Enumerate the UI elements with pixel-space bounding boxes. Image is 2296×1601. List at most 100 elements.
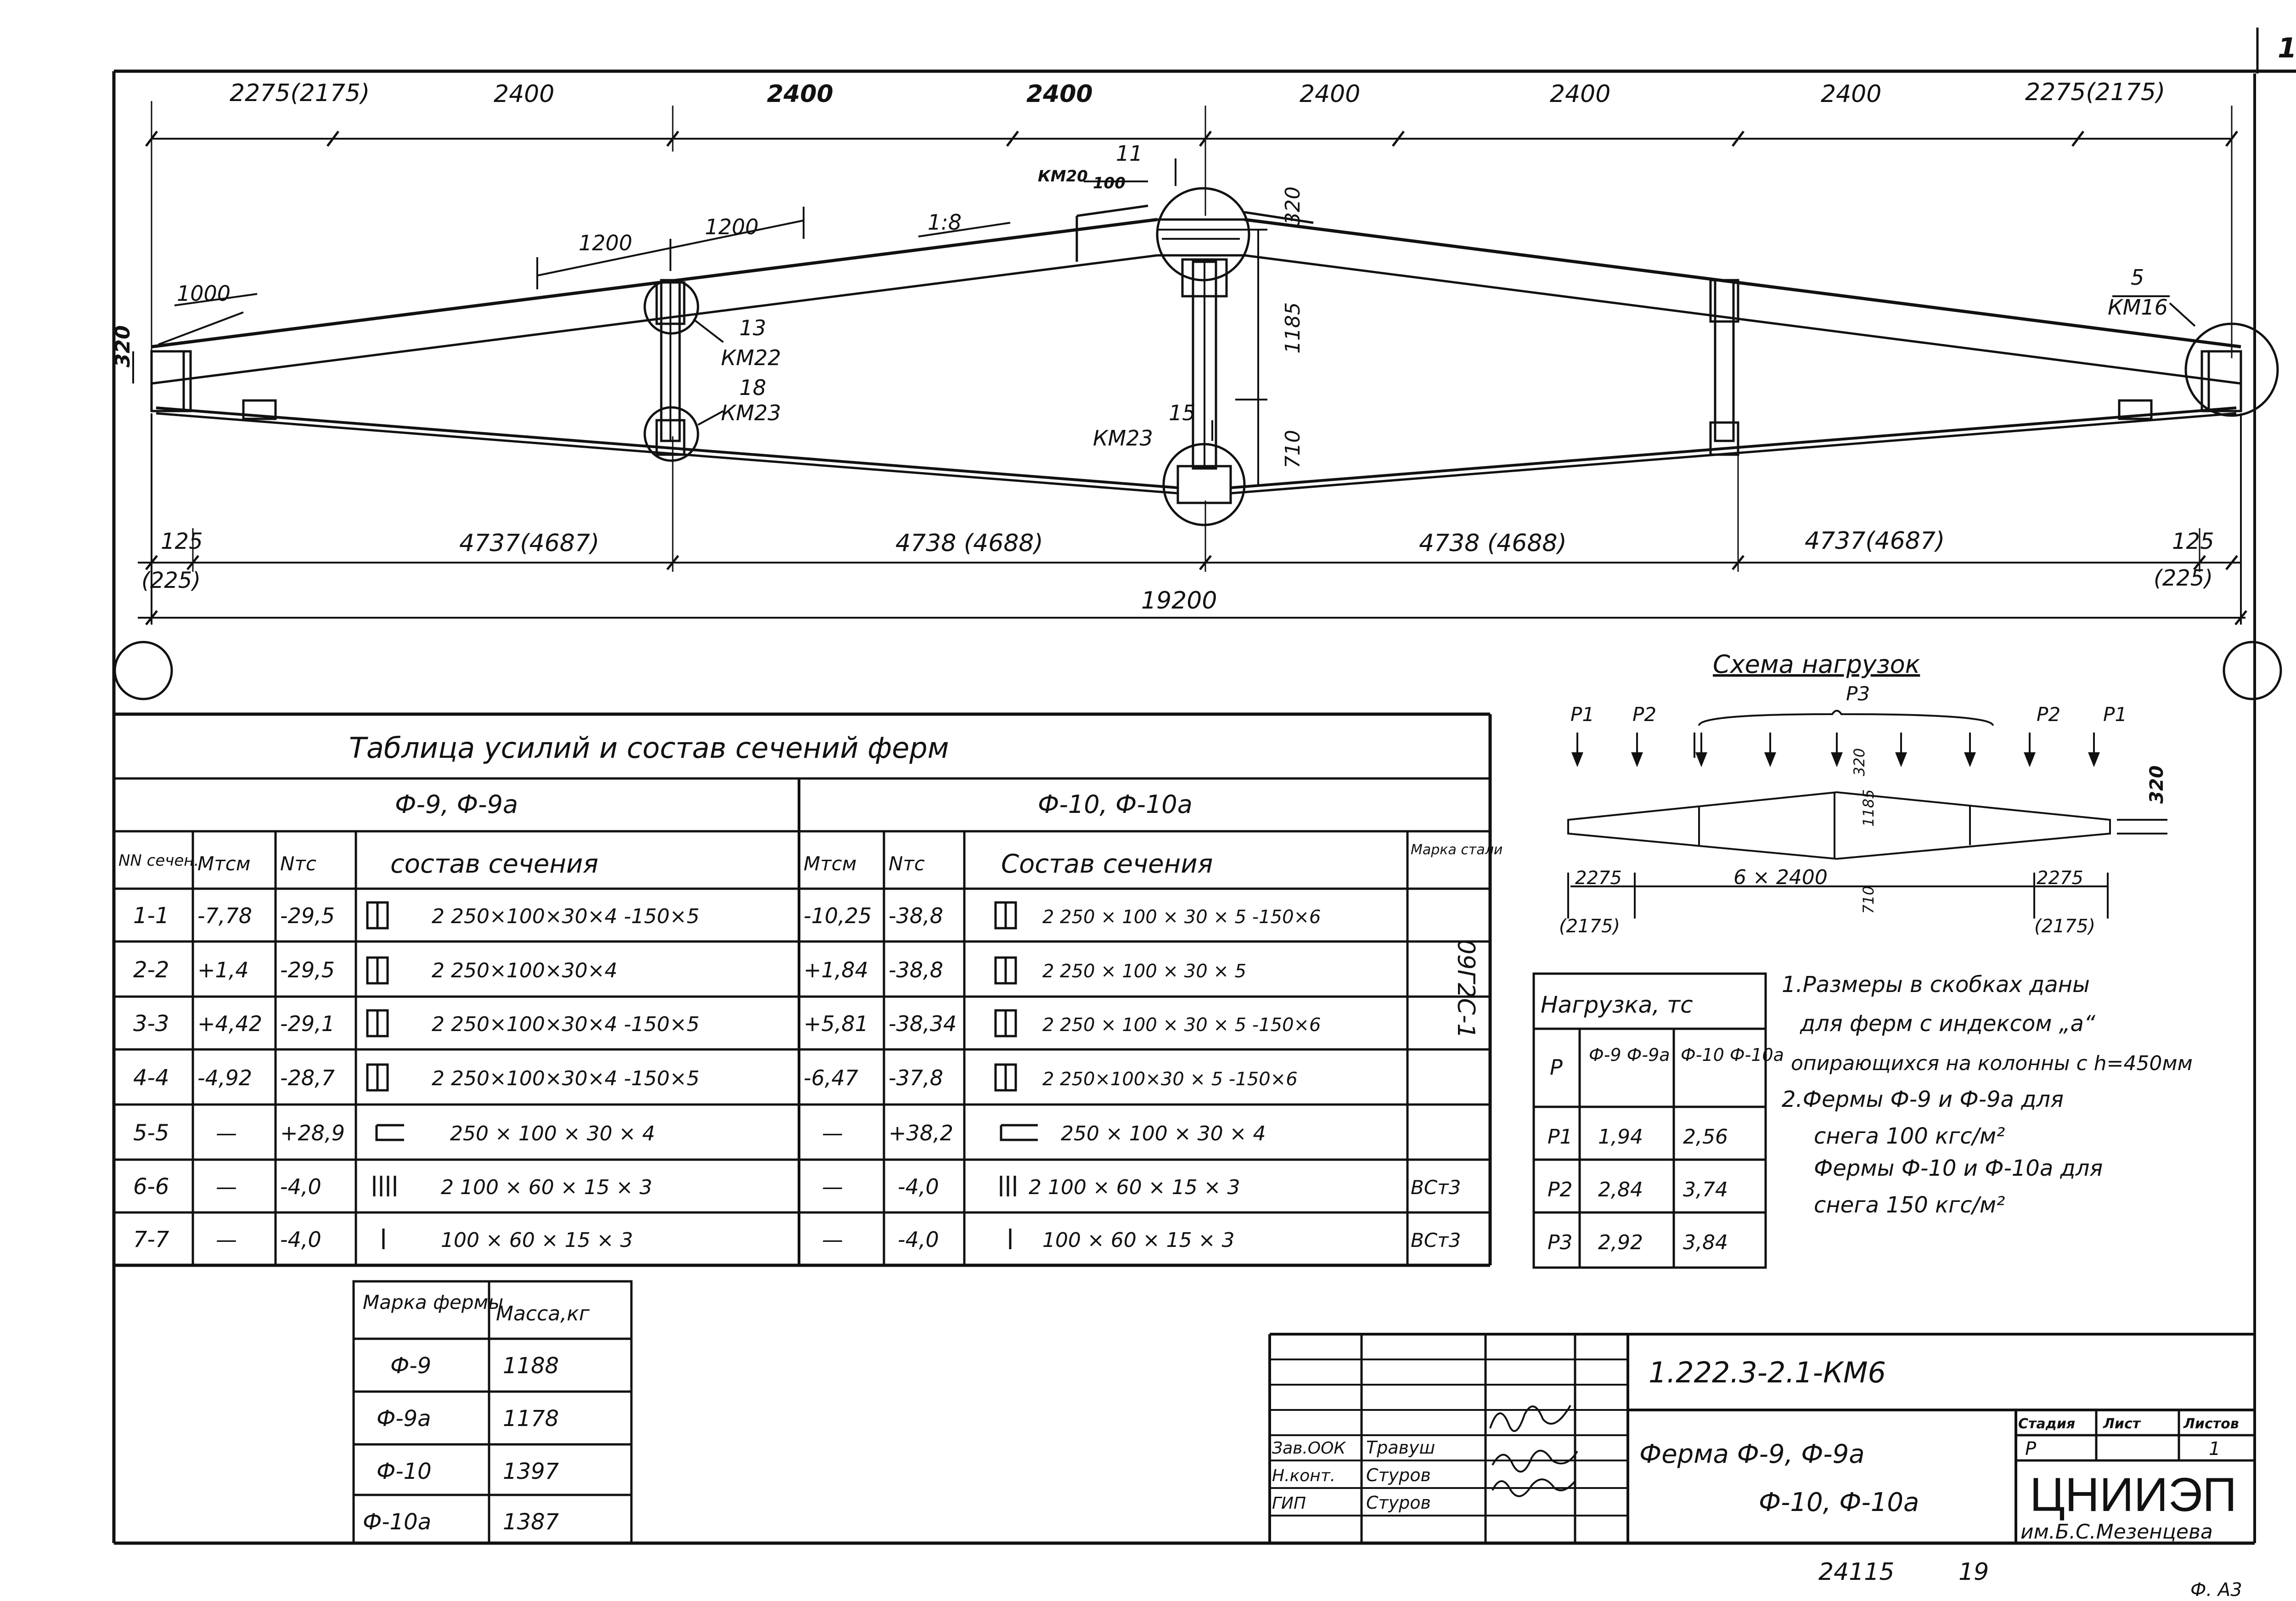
svg-text:P2: P2 (1548, 1178, 1573, 1201)
signature-scribbles (1489, 1404, 1578, 1497)
load-p3: P3 (1846, 682, 1870, 705)
svg-text:—: — (822, 1227, 843, 1252)
col-steel: Марка стали (1411, 842, 1503, 858)
drawing-name-1: Ферма Ф-9, Ф-9а (1639, 1439, 1865, 1469)
table-row: Ф-9а 1178 (377, 1406, 559, 1432)
svg-text:—: — (822, 1174, 843, 1199)
svg-text:ГИП: ГИП (1272, 1494, 1306, 1513)
load-p1-right: P1 (2103, 703, 2127, 726)
mass-col-mass: Масса,кг (496, 1302, 590, 1325)
svg-text:2 250 × 100 × 30 × 5: 2 250 × 100 × 30 × 5 (1042, 961, 1246, 982)
dim-1185: 1185 (1281, 302, 1305, 354)
svg-text:1,94: 1,94 (1598, 1125, 1643, 1149)
bottom-dimension-lines (138, 436, 2247, 626)
total-span: 19200 (1141, 587, 1217, 614)
dim-100: 100 (1093, 174, 1125, 192)
svg-text:Стуров: Стуров (1366, 1465, 1431, 1485)
svg-text:снега 150 кгс/м²: снега 150 кгс/м² (1814, 1192, 2005, 1218)
svg-text:Н.конт.: Н.конт. (1272, 1466, 1335, 1485)
svg-text:2,84: 2,84 (1598, 1178, 1643, 1201)
svg-text:—: — (216, 1121, 237, 1145)
svg-text:2-2: 2-2 (133, 957, 169, 983)
svg-text:-29,1: -29,1 (280, 1011, 335, 1036)
callout-13-ref: КМ22 (721, 345, 781, 370)
page-number: 18 (2278, 32, 2296, 64)
svg-text:-7,78: -7,78 (197, 903, 252, 928)
top-dim-3: 2400 (767, 80, 833, 108)
callout-11-num: 11 (1116, 141, 1143, 166)
table-row: Ф-9 1188 (390, 1353, 559, 1379)
label-km20: КМ20 (1038, 167, 1088, 186)
svg-text:+1,4: +1,4 (197, 958, 249, 982)
table-row: Ф-10 1397 (377, 1459, 559, 1484)
svg-text:4-4: 4-4 (133, 1065, 169, 1091)
svg-text:1397: 1397 (503, 1459, 559, 1484)
load-scheme-truss (1567, 791, 2167, 919)
svg-text:1387: 1387 (503, 1509, 559, 1535)
svg-text:-37,8: -37,8 (889, 1065, 943, 1090)
svg-text:6-6: 6-6 (133, 1174, 169, 1200)
org-name: ЦНИИЭП (2030, 1468, 2237, 1522)
svg-text:+5,81: +5,81 (804, 1011, 868, 1036)
top-dimension-line (145, 101, 2238, 358)
dim-320-center: 320 (1281, 186, 1305, 225)
dim-1200-b: 1200 (705, 214, 759, 239)
svg-text:-38,34: -38,34 (889, 1011, 957, 1036)
svg-text:2 100 × 60 × 15 × 3: 2 100 × 60 × 15 × 3 (1029, 1176, 1240, 1199)
svg-text:2 250×100×30×4 -150×5: 2 250×100×30×4 -150×5 (432, 1013, 699, 1036)
svg-text:ВСт3: ВСт3 (1411, 1229, 1461, 1251)
load-p1-left: P1 (1570, 703, 1594, 726)
sheets-value: 1 (2209, 1438, 2220, 1460)
table-row: 3-3 +4,42 -29,1 2 250×100×30×4 -150×5 +5… (133, 1011, 1321, 1037)
svg-text:-29,5: -29,5 (280, 903, 335, 928)
svg-text:-28,7: -28,7 (280, 1065, 335, 1090)
callout-18-ref: КМ23 (721, 400, 781, 425)
svg-text:2 250×100×30×4 -150×5: 2 250×100×30×4 -150×5 (432, 905, 699, 928)
col-stage: Стадия (2018, 1416, 2075, 1432)
svg-text:100 × 60 × 15 × 3: 100 × 60 × 15 × 3 (1042, 1229, 1234, 1252)
bottom-dim-4: 4737(4687) (1805, 527, 1945, 555)
truss-local-dims (132, 180, 1267, 487)
end-225-left: (225) (141, 568, 201, 593)
svg-text:—: — (216, 1227, 237, 1252)
steel-grade-vertical: 09Г2С-1 (1452, 939, 1480, 1038)
svg-text:-4,92: -4,92 (197, 1065, 252, 1090)
top-dim-5: 2400 (1300, 80, 1360, 108)
callout-15-num: 15 (1169, 400, 1196, 425)
list-item: ГИП Стуров (1272, 1493, 1431, 1513)
bottom-code-2: 19 (1958, 1558, 1989, 1586)
ls-dim-1185: 1185 (1860, 789, 1877, 827)
col-n: Nтс (280, 852, 316, 875)
table-row: 2-2 +1,4 -29,5 2 250×100×30×4 +1,84 -38,… (133, 957, 1246, 983)
svg-text:2 250 × 100 × 30 × 5 -150×6: 2 250 × 100 × 30 × 5 -150×6 (1042, 907, 1321, 928)
stage-value: Р (2025, 1438, 2037, 1460)
svg-text:-6,47: -6,47 (804, 1065, 858, 1090)
org-sub: им.Б.С.Мезенцева (2020, 1520, 2213, 1544)
table-row: 1-1 -7,78 -29,5 2 250×100×30×4 -150×5 -1… (133, 903, 1321, 929)
svg-text:-4,0: -4,0 (898, 1227, 939, 1252)
ls-dim-710: 710 (1860, 886, 1877, 914)
col-composition: состав сечения (390, 849, 598, 879)
group-right: Ф-10, Ф-10а (1038, 790, 1193, 819)
ls-dim-320-top: 320 (1851, 748, 1868, 776)
svg-text:2 250×100×30×4 -150×5: 2 250×100×30×4 -150×5 (432, 1067, 699, 1090)
forces-table-title: Таблица усилий и состав сечений ферм (349, 731, 949, 765)
drawing-name-2: Ф-10, Ф-10а (1759, 1488, 1919, 1517)
ls-dim-middle: 6 × 2400 (1733, 866, 1828, 889)
bottom-dim-2: 4738 (4688) (895, 530, 1043, 557)
forces-table-grid (114, 712, 1492, 1267)
col-n2: Nтс (889, 852, 925, 875)
svg-text:-4,0: -4,0 (280, 1227, 321, 1252)
dim-320-left: 320 (111, 325, 135, 367)
table-row: P3 2,92 3,84 (1548, 1231, 1728, 1254)
col-m2: Mтсм (804, 852, 856, 875)
svg-text:—: — (822, 1121, 843, 1145)
bottom-dim-1: 4737(4687) (459, 530, 599, 557)
col-sheets: Листов (2183, 1416, 2239, 1432)
svg-text:ВСт3: ВСт3 (1411, 1176, 1461, 1199)
col-section-no: NN сечен. (118, 851, 199, 870)
svg-text:7-7: 7-7 (133, 1227, 169, 1252)
top-dim-6: 2400 (1550, 80, 1610, 108)
svg-text:-10,25: -10,25 (804, 903, 872, 928)
